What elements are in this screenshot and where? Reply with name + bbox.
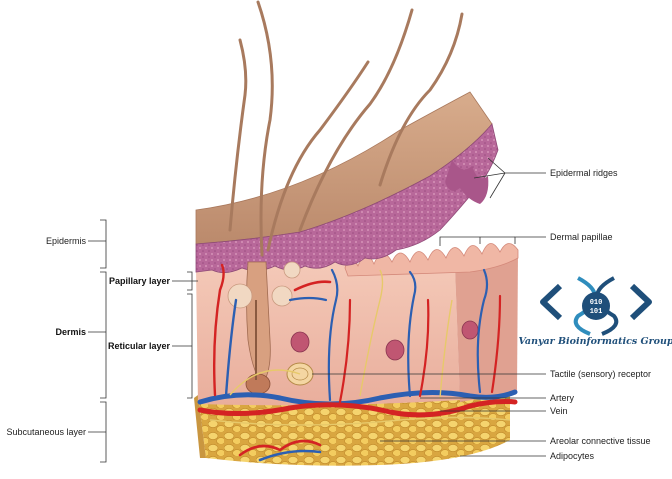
label-dermis: Dermis xyxy=(55,327,86,337)
dna-badge-icon xyxy=(582,292,610,320)
label-vein: Vein xyxy=(550,406,568,416)
label-areolar-connective-tissue: Areolar connective tissue xyxy=(550,436,651,446)
sweat-gland xyxy=(290,320,479,361)
dermal-papillae-ridges xyxy=(344,243,519,277)
label-epidermal-ridges: Epidermal ridges xyxy=(550,168,618,178)
hair-follicle xyxy=(245,261,271,395)
blood-vessels xyxy=(197,263,518,462)
watermark-digits-top: 010 xyxy=(590,299,603,307)
label-subcutaneous-layer: Subcutaneous layer xyxy=(6,427,86,437)
label-papillary-layer: Papillary layer xyxy=(109,276,171,286)
watermark-digits-bottom: 101 xyxy=(590,308,603,316)
watermark-text: Vanyar Bioinformatics Group xyxy=(518,336,672,347)
watermark-logo: 010 101 Vanyar Bioinformatics Group xyxy=(518,276,672,347)
hair-shafts xyxy=(228,0,464,257)
label-tactile-receptor: Tactile (sensory) receptor xyxy=(550,369,651,379)
leader-lines xyxy=(312,157,546,457)
label-adipocytes: Adipocytes xyxy=(550,451,595,461)
layer-brackets xyxy=(88,219,198,463)
label-epidermis: Epidermis xyxy=(46,236,87,246)
label-dermal-papillae: Dermal papillae xyxy=(550,232,613,242)
sebaceous-gland xyxy=(227,261,301,309)
label-reticular-layer: Reticular layer xyxy=(108,341,171,351)
epidermis-layers xyxy=(195,91,499,273)
nerve-fibers xyxy=(209,269,511,426)
label-artery: Artery xyxy=(550,393,575,403)
